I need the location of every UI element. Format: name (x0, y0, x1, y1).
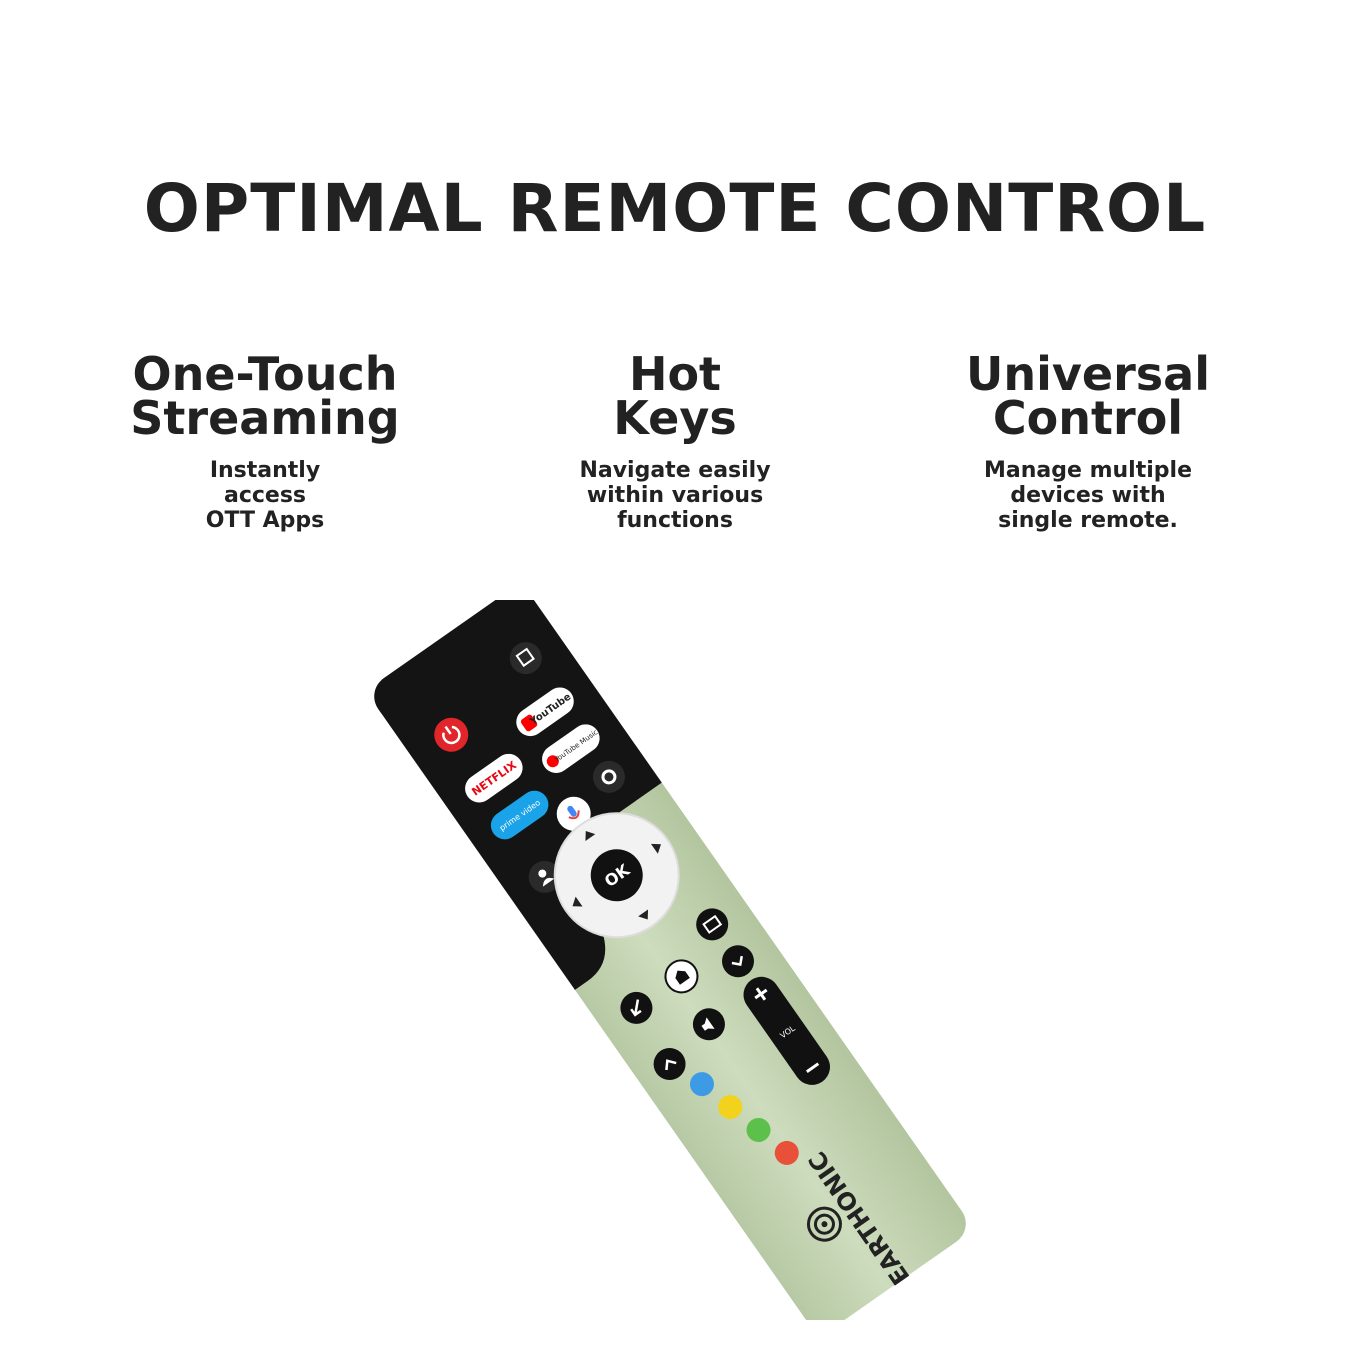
settings-button[interactable] (587, 755, 632, 800)
volume-down-icon (805, 1062, 820, 1073)
tv-icon (702, 914, 723, 934)
channel-button[interactable] (716, 939, 761, 984)
profile-button[interactable] (522, 855, 567, 900)
feature-title: Universal Control (898, 347, 1278, 445)
youtube-button[interactable]: YouTube (511, 682, 579, 742)
power-button[interactable] (428, 711, 475, 758)
back-button[interactable] (614, 986, 659, 1031)
tv-button[interactable] (690, 902, 735, 947)
home-button[interactable] (659, 954, 704, 999)
feature-description-line: OTT Apps (205, 508, 325, 533)
feature-universal-control: Universal Control Manage multiple device… (898, 347, 1278, 533)
arrow-left-icon (572, 896, 583, 907)
blue-color-key[interactable] (685, 1067, 718, 1100)
youtube-music-icon (546, 755, 559, 768)
feature-title-line: Control (992, 391, 1184, 445)
feature-title-line: Keys (613, 391, 737, 445)
remote-control-image: YouTube NETFLIX YouTube Music prime vide… (320, 581, 1040, 1330)
feature-title-line: One-Touch (132, 347, 398, 401)
volume-up-icon (754, 987, 768, 1001)
navigation-dpad[interactable]: OK (530, 789, 703, 962)
green-color-key[interactable] (742, 1113, 775, 1146)
microphone-icon (567, 805, 577, 817)
feature-title: One-Touch Streaming (75, 347, 455, 445)
input-button[interactable] (503, 636, 548, 681)
earthonic-logo (806, 1206, 842, 1242)
feature-description-line: single remote. (998, 508, 1178, 533)
arrow-down-icon (638, 909, 649, 920)
red-color-key[interactable] (770, 1136, 803, 1169)
feature-title-line: Universal (966, 347, 1210, 401)
feature-description: Manage multiple devices with single remo… (898, 458, 1278, 533)
power-icon (442, 725, 461, 745)
back-arrow-icon (630, 999, 642, 1017)
feature-description-line: functions (617, 508, 733, 533)
arrow-up-icon (585, 830, 596, 841)
chevron-down-icon (731, 955, 743, 966)
feature-hot-keys: Hot Keys Navigate easily within various … (485, 347, 865, 533)
arrow-right-icon (650, 843, 661, 854)
feature-description-line: within various (586, 483, 764, 508)
page-headline: OPTIMAL REMOTE CONTROL (143, 170, 1207, 247)
yellow-color-key[interactable] (714, 1090, 747, 1123)
feature-description-line: devices with (1010, 483, 1166, 508)
feature-description-line: access (223, 483, 307, 508)
voice-button[interactable] (550, 790, 597, 837)
feature-title: Hot Keys (485, 347, 865, 445)
home-icon (675, 970, 690, 985)
input-icon (515, 647, 535, 668)
user-icon (538, 869, 547, 878)
feature-title-line: Streaming (130, 391, 400, 445)
youtube-icon (520, 714, 538, 732)
feature-description: Instantly access OTT Apps (75, 458, 455, 533)
feature-description-line: Manage multiple (984, 458, 1192, 483)
feature-description-line: Instantly (209, 458, 321, 483)
volume-rocker[interactable]: VOL (736, 970, 837, 1092)
feature-description-line: Navigate easily (579, 458, 771, 483)
feature-title-line: Hot (628, 347, 722, 401)
chevron-up-icon (665, 1059, 677, 1071)
gear-icon (601, 769, 617, 785)
ok-button[interactable]: OK (581, 839, 653, 911)
remote-control-illustration: YouTube NETFLIX YouTube Music prime vide… (365, 581, 966, 1330)
mute-icon (701, 1017, 715, 1031)
channel-up-button[interactable] (647, 1042, 692, 1087)
feature-one-touch-streaming: One-Touch Streaming Instantly access OTT… (75, 347, 455, 533)
mute-button[interactable] (687, 1002, 732, 1047)
feature-description: Navigate easily within various functions (485, 458, 865, 533)
